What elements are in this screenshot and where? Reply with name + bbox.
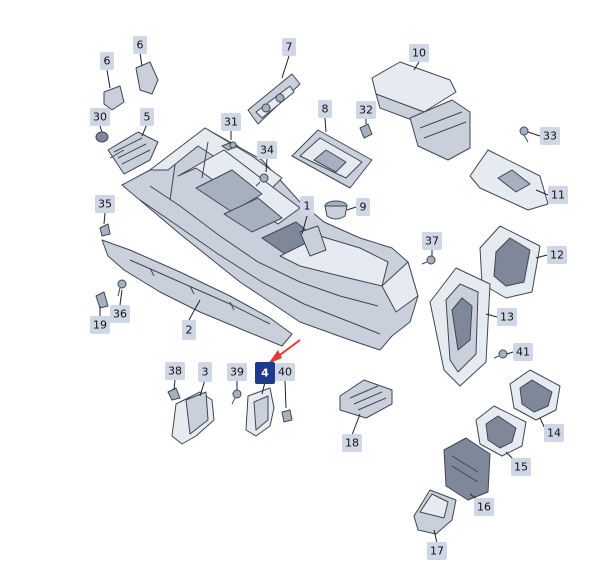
callout-9: 9 (356, 198, 370, 216)
callout-15: 15 (511, 458, 531, 476)
callout-13-text: 13 (500, 311, 514, 324)
callout-38-text: 38 (168, 365, 182, 378)
clip-38 (167, 387, 181, 401)
callout-12-text: 12 (550, 249, 564, 262)
center-console-body (121, 127, 419, 351)
screw-34 (255, 173, 269, 187)
callout-19: 19 (90, 316, 110, 334)
callout-36: 36 (110, 305, 130, 323)
callout-41-text: 41 (516, 346, 530, 359)
callout-30: 30 (90, 108, 110, 126)
clip-19 (95, 291, 109, 309)
rear-center-panel (429, 267, 491, 387)
callout-17-text: 17 (430, 545, 444, 558)
callout-16: 16 (474, 498, 494, 516)
callout-32: 32 (356, 101, 376, 119)
callout-32-text: 32 (359, 104, 373, 117)
callout-1: 1 (300, 196, 314, 216)
callout-13: 13 (497, 308, 517, 326)
leader-lines (99, 52, 549, 544)
callout-2: 2 (182, 320, 196, 340)
callout-4-text: 4 (261, 367, 269, 380)
screw-36 (117, 279, 127, 297)
callout-35: 35 (95, 195, 115, 213)
callout-1-text: 1 (304, 200, 311, 213)
callout-8: 8 (318, 100, 332, 118)
callout-14-text: 14 (547, 427, 561, 440)
callout-40-text: 40 (278, 366, 292, 379)
armrest-lid (371, 61, 471, 161)
callout-11: 11 (548, 186, 568, 204)
clip-32 (359, 123, 373, 139)
clip-35 (99, 223, 111, 237)
screw-31 (221, 141, 239, 151)
callout-10: 10 (409, 44, 429, 62)
callout-39: 39 (227, 363, 247, 381)
callout-3: 3 (198, 362, 212, 382)
rear-vent-frame (479, 225, 541, 299)
callout-36-text: 36 (113, 308, 127, 321)
rear-bracket-frame (469, 149, 549, 211)
dark-cover-16 (443, 437, 491, 501)
grommet-30 (95, 131, 109, 143)
switch-panel (247, 73, 301, 125)
callout-12: 12 (547, 246, 567, 264)
callout-34: 34 (257, 141, 277, 159)
callout-37: 37 (422, 232, 442, 250)
mounting-bracket-3 (171, 391, 215, 445)
callout-41: 41 (513, 343, 533, 361)
callout-35-text: 35 (98, 198, 112, 211)
callout-33: 33 (540, 127, 560, 145)
callout-6-right-text: 6 (137, 39, 144, 52)
clip-6-right (135, 61, 159, 95)
pointer-arrow (268, 339, 301, 364)
grille-panel (107, 131, 159, 175)
callout-6-left-text: 6 (104, 55, 111, 68)
callout-39-text: 39 (230, 366, 244, 379)
callout-18-text: 18 (345, 437, 359, 450)
callout-11-text: 11 (551, 189, 565, 202)
callout-8-text: 8 (322, 103, 329, 116)
screw-39 (231, 389, 242, 405)
callout-6-left: 6 (100, 52, 114, 70)
callout-14: 14 (544, 424, 564, 442)
callout-7: 7 (282, 38, 296, 56)
callout-6-right: 6 (133, 36, 147, 54)
callout-2-text: 2 (186, 324, 193, 337)
callout-7-text: 7 (286, 41, 293, 54)
callout-37-text: 37 (425, 235, 439, 248)
callout-31-text: 31 (224, 116, 238, 129)
vent-insert-18 (339, 379, 393, 419)
callout-31: 31 (221, 113, 241, 131)
clip-6-left (103, 85, 125, 111)
callout-4: 4 (255, 362, 275, 384)
storage-bin-17 (413, 489, 457, 535)
callout-5-text: 5 (144, 111, 151, 124)
callout-33-text: 33 (543, 130, 557, 143)
callout-19-text: 19 (93, 319, 107, 332)
mounting-bracket-4 (245, 387, 275, 437)
clip-40 (281, 409, 293, 423)
callout-16-text: 16 (477, 501, 491, 514)
callout-40: 40 (275, 363, 295, 381)
cup-insert (324, 200, 348, 220)
screw-33 (519, 126, 529, 143)
callout-34-text: 34 (260, 144, 274, 157)
callout-5: 5 (140, 108, 154, 126)
callout-3-text: 3 (202, 366, 209, 379)
callout-15-text: 15 (514, 461, 528, 474)
side-trim-panel (101, 239, 293, 347)
rear-vent-14 (509, 369, 561, 421)
callout-10-text: 10 (412, 47, 426, 60)
callout-9-text: 9 (360, 201, 367, 214)
screw-41 (493, 349, 508, 359)
callout-18: 18 (342, 434, 362, 452)
callout-17: 17 (427, 542, 447, 560)
rear-vent-15 (475, 405, 527, 457)
callout-38: 38 (165, 362, 185, 380)
screw-37 (421, 255, 436, 265)
callout-30-text: 30 (93, 111, 107, 124)
gear-shift-cover (291, 129, 373, 189)
